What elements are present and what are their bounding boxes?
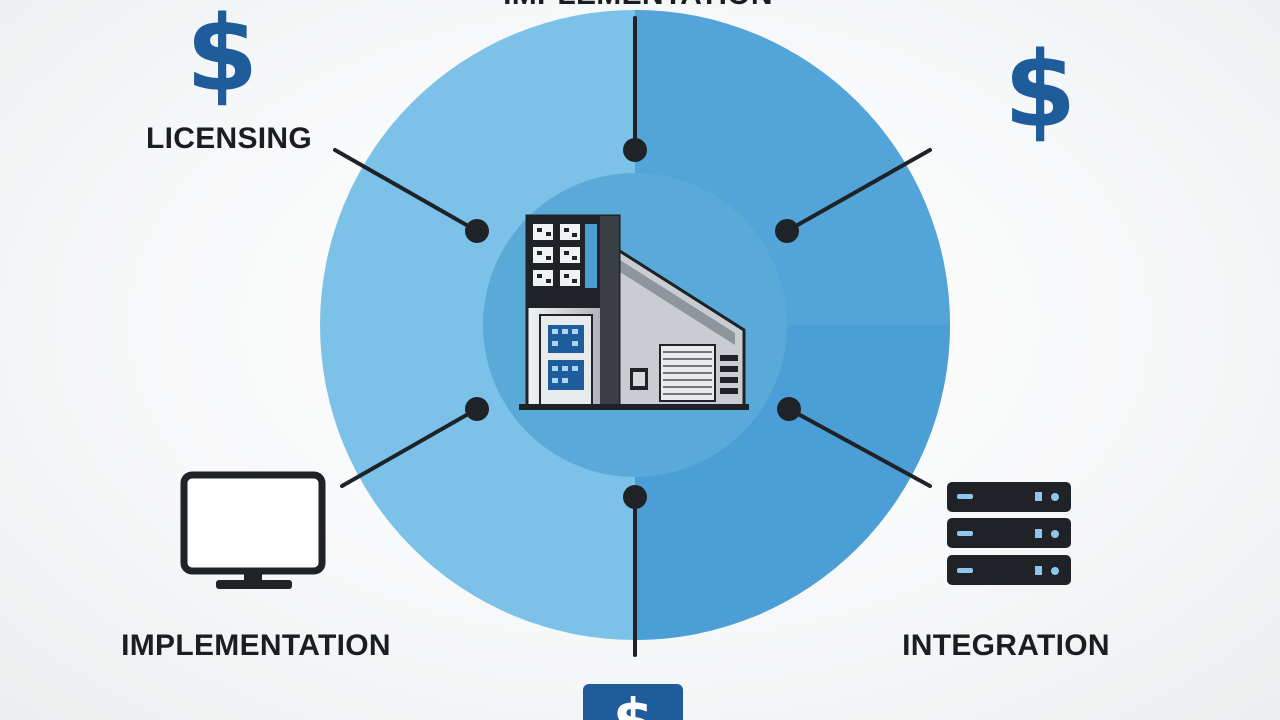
label-bottom-left: IMPLEMENTATION	[121, 629, 391, 662]
connector-top-right	[785, 148, 932, 233]
dollar-badge-symbol: $	[613, 686, 653, 720]
connector-top-left	[333, 148, 479, 233]
connector-lines	[333, 16, 932, 657]
connector-nodes	[465, 138, 801, 509]
server-rack-icon	[947, 482, 1071, 585]
dollar-badge-icon: $	[583, 684, 683, 720]
label-bottom-right: INTEGRATION	[902, 629, 1110, 662]
connector-bottom-left	[340, 407, 479, 488]
node-bottom-left	[465, 397, 489, 421]
node-bottom-right	[777, 397, 801, 421]
label-top: IMPLEMENTATION	[503, 0, 773, 11]
node-bottom	[623, 485, 647, 509]
connector-bottom-right	[787, 407, 932, 488]
node-top-left	[465, 219, 489, 243]
node-top-right	[775, 219, 799, 243]
node-top	[623, 138, 647, 162]
label-top-left: LICENSING	[146, 122, 312, 155]
dollar-sign-icon: $	[186, 0, 258, 115]
monitor-icon	[180, 471, 326, 589]
building-icon	[519, 214, 749, 410]
dollar-sign-icon: $	[1004, 29, 1076, 151]
